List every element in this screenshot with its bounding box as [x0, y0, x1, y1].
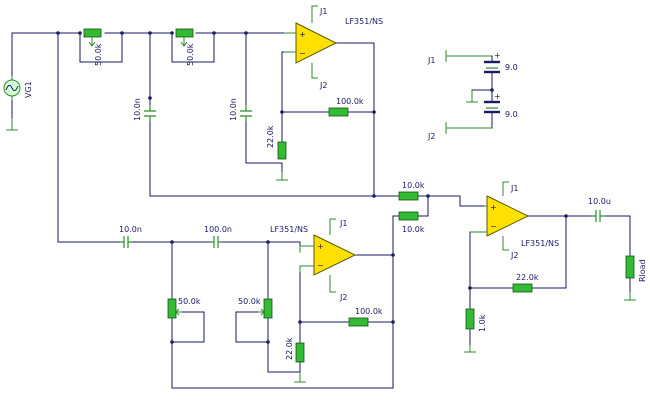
supply-node-j2: J2 — [427, 132, 435, 141]
svg-text:−: − — [490, 222, 497, 231]
label-pot-top-1: 50.0k — [94, 43, 103, 66]
opamp-bottom-model: LF351/NS — [270, 225, 308, 234]
label-pot-bot-1: 50.0k — [178, 297, 201, 306]
signal-source-vg1: VG1 — [3, 76, 33, 100]
pot-top-1 — [83, 28, 102, 38]
resistor-load — [625, 255, 635, 279]
label-res-bot-feedback: 100.0k — [355, 307, 383, 316]
label-cap-out: 10.0u — [588, 197, 611, 206]
resistor-mix-2 — [398, 211, 419, 221]
power-supply: + + J1 J2 9.0 9.0 — [427, 50, 518, 141]
label-cap-bot-2: 100.0n — [204, 225, 232, 234]
label-res-load: Rload — [638, 259, 647, 282]
label-res-out-feedback: 22.0k — [516, 273, 539, 282]
resistor-top-ground — [277, 141, 287, 160]
component-labels: 50.0k 50.0k 10.0n 10.0n 100.0k 22.0k 10.… — [94, 43, 647, 360]
label-res-mix-2: 10.0k — [402, 225, 425, 234]
battery-1-value: 9.0 — [505, 63, 518, 72]
pot-top-2 — [175, 28, 194, 38]
battery-1-plus: + — [494, 51, 501, 60]
label-cap-top-1: 10.0n — [133, 98, 142, 121]
svg-text:−: − — [317, 261, 324, 270]
ground-top-22k — [276, 172, 288, 181]
cap-out — [590, 210, 606, 222]
ground-bot-22k — [294, 372, 306, 383]
opamp-bottom: + − LF351/NS J1 J2 — [270, 218, 357, 302]
ground-source — [6, 118, 18, 131]
opamp-top-model: LF351/NS — [345, 17, 383, 26]
pot-bot-2 — [263, 298, 273, 319]
opamp-top-j1: J1 — [319, 7, 327, 16]
resistor-bot-feedback — [348, 317, 369, 327]
resistor-mix-1 — [398, 191, 419, 201]
battery-2-value: 9.0 — [505, 110, 518, 119]
opamp-bottom-j2: J2 — [339, 293, 347, 302]
resistor-top-feedback — [328, 107, 349, 117]
label-pot-bot-2: 50.0k — [238, 297, 261, 306]
ground-rload — [624, 292, 636, 301]
resistor-bodies — [83, 28, 635, 363]
label-res-bot-ground: 22.0k — [285, 337, 294, 360]
junction-dots — [56, 31, 568, 344]
opamp-output-j2: J2 — [510, 251, 518, 260]
opamp-top: + − LF351/NS J1 J2 — [284, 5, 383, 90]
supply-node-j1: J1 — [427, 56, 435, 65]
label-res-top-ground: 22.0k — [266, 125, 275, 148]
label-pot-top-2: 50.0k — [186, 43, 195, 66]
label-res-top-feedback: 100.0k — [336, 97, 364, 106]
svg-text:−: − — [299, 49, 306, 58]
cap-bot-1 — [120, 236, 132, 248]
opamp-output: + − LF351/NS J1 J2 — [470, 181, 559, 260]
pot-bot-1 — [167, 298, 177, 319]
resistor-out-ground — [465, 308, 475, 330]
cap-bot-2 — [210, 236, 222, 248]
opamp-output-model: LF351/NS — [521, 239, 559, 248]
svg-text:+: + — [490, 203, 497, 212]
ground-supply — [466, 90, 478, 103]
resistor-out-feedback — [512, 283, 533, 293]
label-cap-top-2: 10.0n — [229, 98, 238, 121]
svg-text:+: + — [299, 30, 306, 39]
label-cap-bot-1: 10.0n — [119, 225, 142, 234]
svg-text:+: + — [317, 242, 324, 251]
label-res-out-ground: 1.0k — [478, 314, 487, 332]
opamp-bottom-j1: J1 — [339, 219, 347, 228]
cap-top-1 — [144, 105, 156, 122]
ground-out-1k — [464, 345, 476, 353]
ground-symbols — [6, 90, 636, 383]
opamp-top-j2: J2 — [319, 81, 327, 90]
opamp-output-j1: J1 — [510, 184, 518, 193]
battery-2-plus: + — [494, 92, 501, 101]
capacitor-bodies — [120, 105, 606, 248]
label-res-mix-1: 10.0k — [402, 181, 425, 190]
source-label: VG1 — [24, 81, 33, 98]
resistor-bot-ground — [295, 342, 305, 363]
cap-top-2 — [240, 105, 252, 122]
